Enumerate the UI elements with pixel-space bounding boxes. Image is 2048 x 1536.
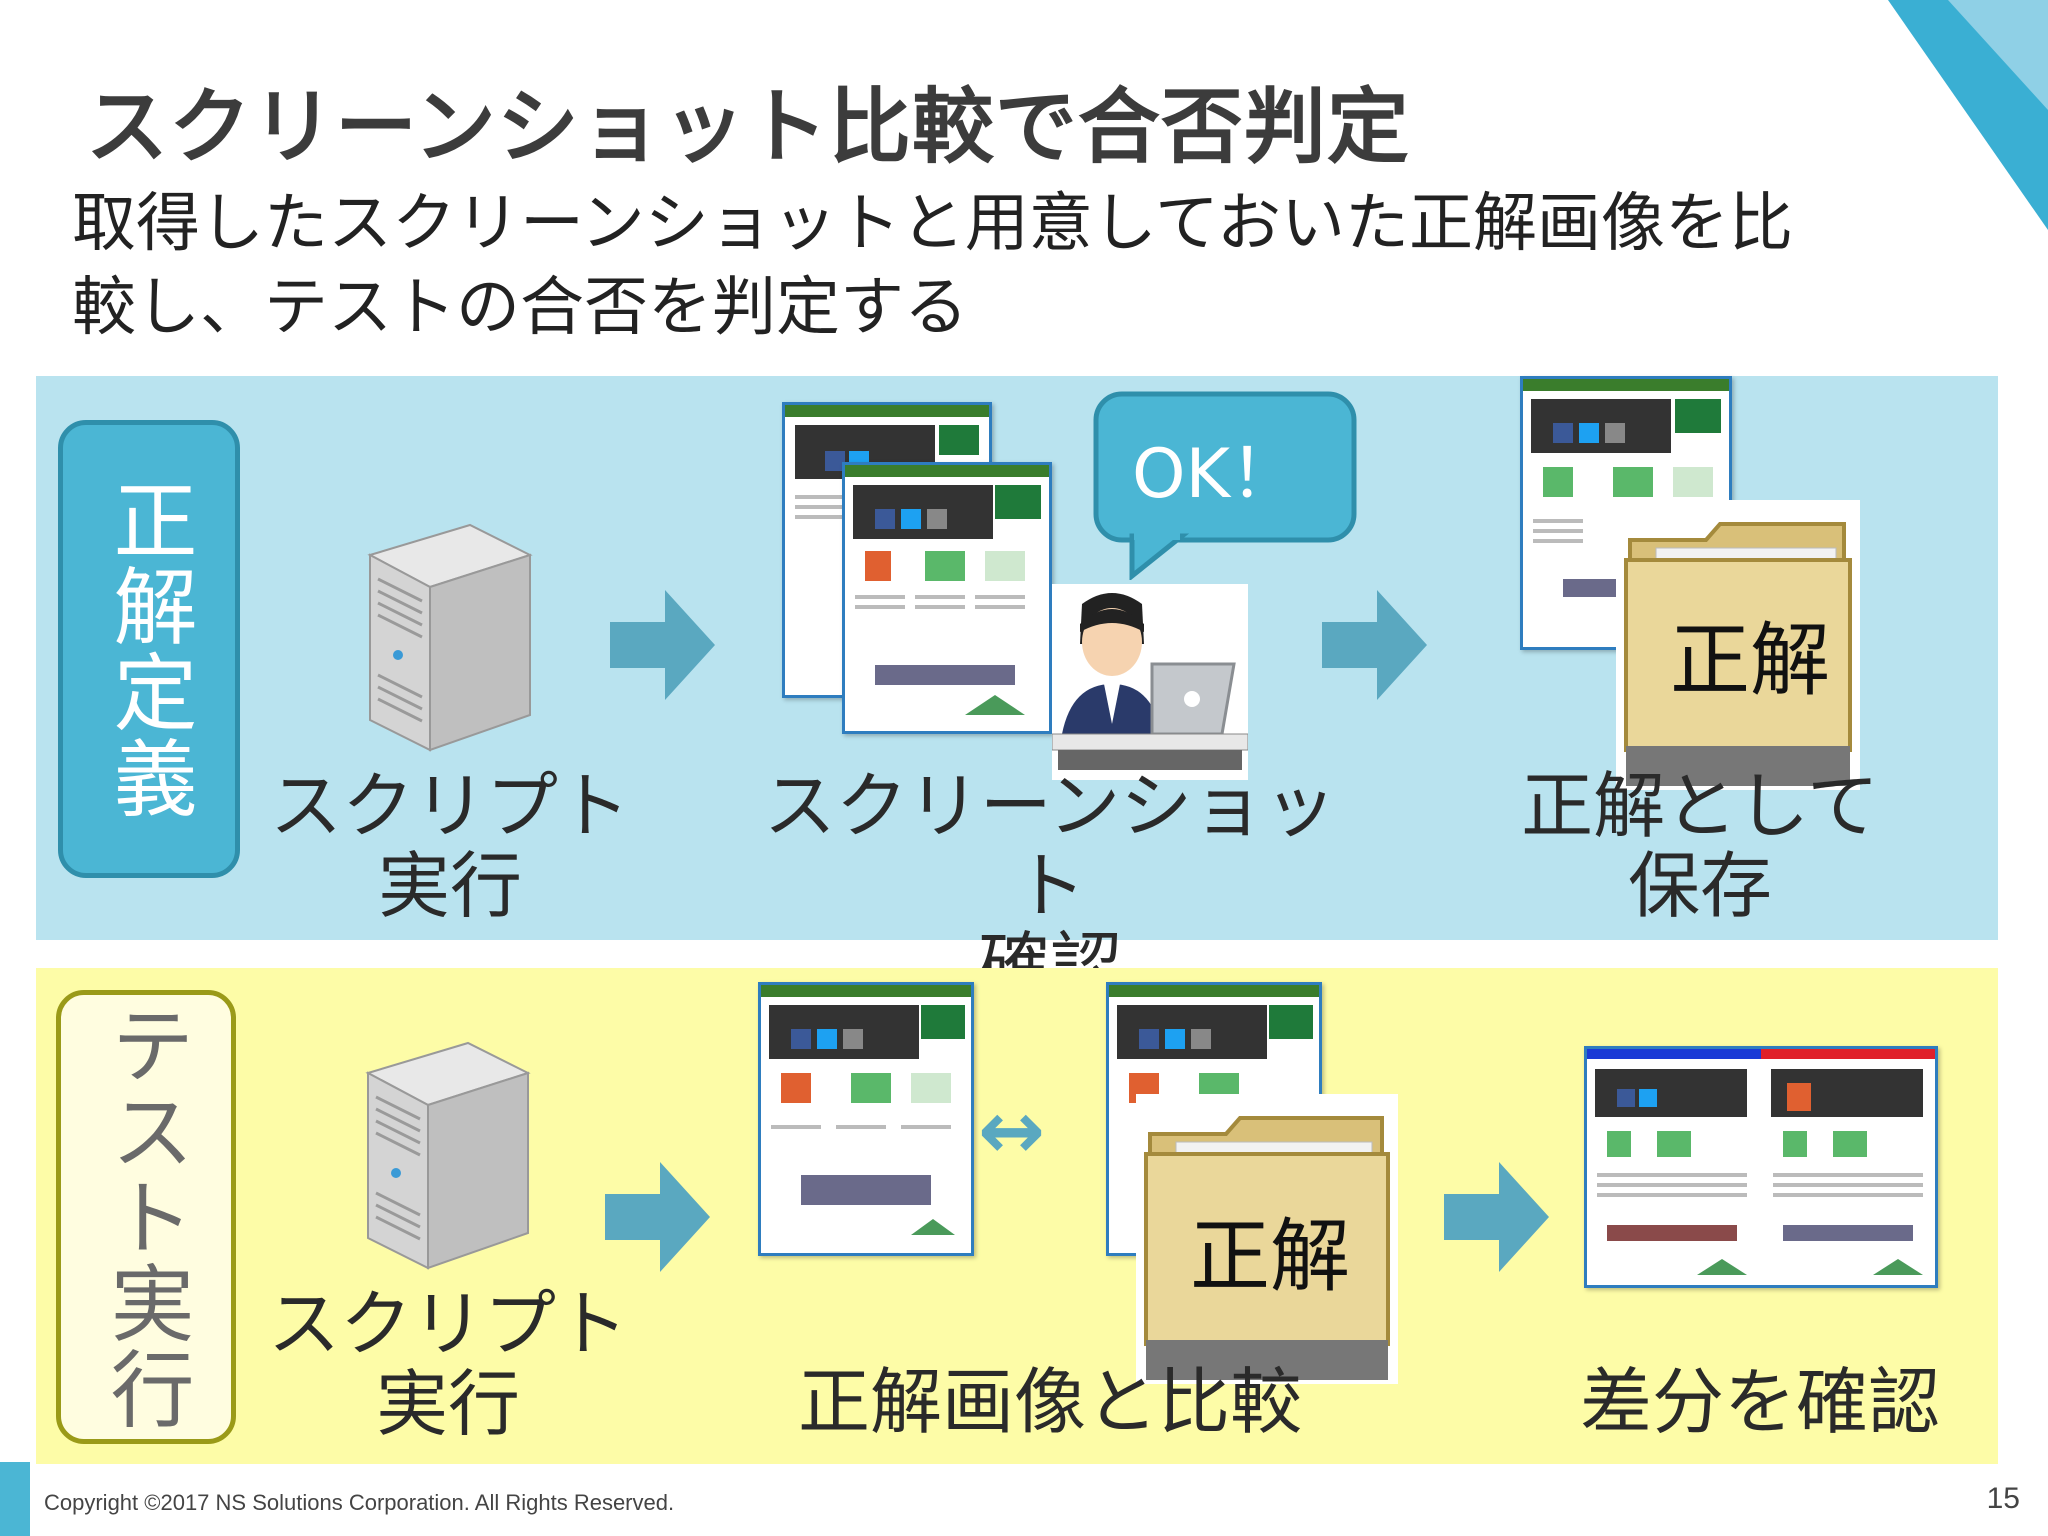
definition-label: 正解定義 bbox=[100, 477, 198, 821]
slide-title: スクリーンショット比較で合否判定 bbox=[86, 80, 1410, 175]
diff-screenshot-icon bbox=[1584, 1046, 1938, 1288]
arrow-right-icon bbox=[610, 590, 715, 700]
corner-decoration bbox=[1888, 0, 2048, 230]
definition-label-box: 正解定義 bbox=[58, 420, 240, 878]
folder-label: 正解 bbox=[1670, 614, 1830, 707]
arrow-right-icon bbox=[1444, 1162, 1549, 1272]
test-step1-caption: スクリプト 実行 bbox=[268, 1282, 629, 1446]
speech-bubble-icon bbox=[1093, 391, 1357, 580]
screenshot-thumb bbox=[758, 982, 974, 1256]
definition-step1-caption: スクリプト 実行 bbox=[270, 764, 631, 928]
test-label-box: テスト実行 bbox=[56, 990, 236, 1444]
subtitle-line-1: 取得したスクリーンショットと用意しておいた正解画像を比 bbox=[72, 187, 1793, 261]
test-step2-caption: 正解画像と比較 bbox=[797, 1360, 1302, 1444]
definition-step3-caption: 正解として 保存 bbox=[1521, 764, 1879, 928]
person-laptop-icon bbox=[1052, 584, 1248, 780]
server-icon bbox=[367, 523, 533, 752]
folder-icon bbox=[1616, 500, 1860, 790]
footer-accent-bar bbox=[0, 1462, 30, 1536]
arrow-right-icon bbox=[1322, 590, 1427, 700]
double-arrow-icon: ↔ bbox=[978, 1084, 1046, 1177]
screenshot-thumb bbox=[842, 462, 1052, 734]
page-number: 15 bbox=[1986, 1482, 2020, 1515]
bubble-text: OK！ bbox=[1132, 435, 1299, 514]
test-label: テスト実行 bbox=[97, 1002, 195, 1432]
copyright-footer: Copyright ©2017 NS Solutions Corporation… bbox=[44, 1490, 675, 1515]
arrow-right-icon bbox=[605, 1162, 710, 1272]
test-step3-caption: 差分を確認 bbox=[1579, 1360, 1940, 1444]
subtitle-line-2: 較し、テストの合否を判定する bbox=[72, 271, 968, 345]
server-icon bbox=[365, 1041, 531, 1270]
folder-icon bbox=[1136, 1094, 1398, 1384]
slide-subtitle: 取得したスクリーンショットと用意しておいた正解画像を比 較し、テストの合否を判定… bbox=[72, 182, 1793, 350]
folder-label: 正解 bbox=[1190, 1210, 1350, 1303]
